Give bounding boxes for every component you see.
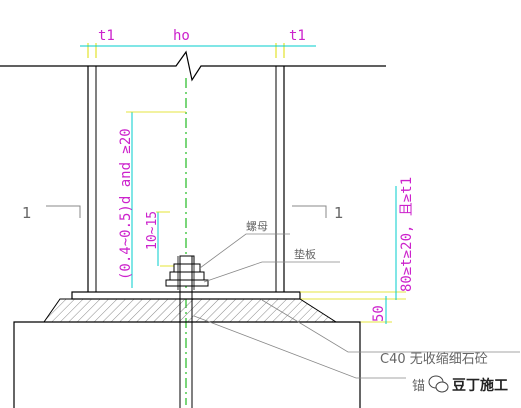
beam-top-line bbox=[0, 50, 386, 82]
grout-thickness-dimension: 50 bbox=[336, 296, 392, 324]
foundation bbox=[13, 321, 361, 408]
washer-label: 垫板 bbox=[294, 247, 316, 261]
base-plate bbox=[71, 291, 301, 300]
dim-t1-left: t1 bbox=[98, 28, 115, 44]
grout-material-callout: C40 无收缩细石砼 bbox=[261, 299, 520, 367]
nut-washer-leaders: 螺母 垫板 bbox=[199, 220, 340, 283]
grout-material-label: C40 无收缩细石砼 bbox=[380, 351, 488, 367]
anchor-bolt bbox=[179, 256, 193, 408]
wechat-icon bbox=[428, 375, 449, 393]
plate-thickness-dimension: 80≥t≥20, 且≥t1 bbox=[300, 177, 415, 300]
section-mark-right: 1 bbox=[292, 204, 344, 222]
nut-label: 螺母 bbox=[246, 220, 268, 233]
section-label-left: 1 bbox=[22, 204, 32, 222]
section-label-right: 1 bbox=[334, 204, 344, 222]
nut-gap-label: 10~15 bbox=[145, 211, 160, 250]
watermark-text: 豆丁施工 bbox=[452, 377, 508, 394]
anchor-callout: 锚 bbox=[193, 315, 425, 394]
grout-thickness-label: 50 bbox=[371, 305, 387, 322]
anchor-label: 锚 bbox=[412, 379, 425, 394]
dim-ho: ho bbox=[173, 28, 190, 44]
top-dimension: t1 ho t1 bbox=[80, 28, 316, 58]
section-mark-left: 1 bbox=[22, 204, 81, 222]
nut-assembly bbox=[165, 255, 209, 290]
embed-depth-label: (0.4~0.5)d and ≥20 bbox=[118, 128, 134, 280]
column-flanges bbox=[87, 66, 285, 292]
plate-thickness-label: 80≥t≥20, 且≥t1 bbox=[399, 177, 415, 292]
embed-depth-dimension: (0.4~0.5)d and ≥20 bbox=[118, 111, 186, 288]
dim-t1-right: t1 bbox=[289, 28, 306, 44]
watermark: 豆丁施工 bbox=[428, 375, 508, 394]
nut-gap-dimension: 10~15 bbox=[145, 211, 176, 267]
